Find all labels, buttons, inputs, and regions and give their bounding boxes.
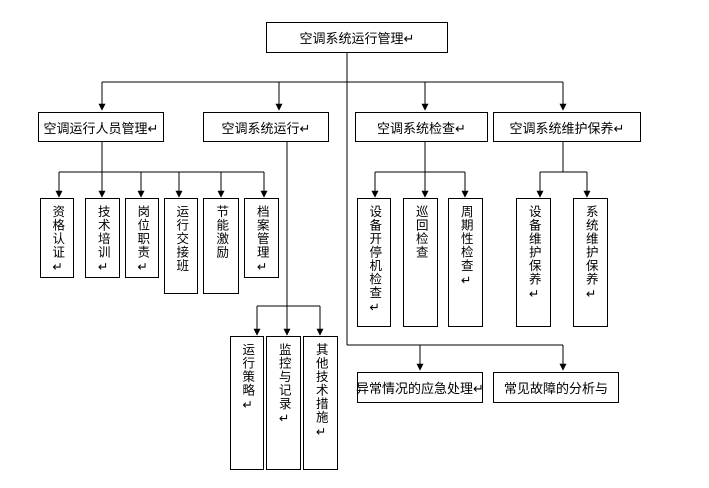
emergency-handling-label: 异常情况的应急处理↵ xyxy=(356,382,484,397)
system-inspection-node: 空调系统检查↵ xyxy=(355,112,488,142)
periodic-check-node: 周期性检查↵ xyxy=(448,198,483,327)
training-node: 技术培训↵ xyxy=(85,198,120,278)
system-maintenance-child-label: 系统维护保养↵ xyxy=(583,205,599,302)
energy-incentive-label: 节能激励 xyxy=(214,205,230,259)
operation-strategy-node: 运行策略↵ xyxy=(230,336,264,470)
periodic-check-label: 周期性检查↵ xyxy=(458,205,474,289)
qualification-node: 资格认证↵ xyxy=(40,198,74,278)
system-maintenance-label: 空调系统维护保养↵ xyxy=(509,121,625,137)
start-stop-check-node: 设备开停机检查↵ xyxy=(357,198,391,327)
monitoring-records-node: 监控与记录↵ xyxy=(266,336,301,470)
energy-incentive-node: 节能激励 xyxy=(203,198,239,294)
root-node: 空调系统运行管理↵ xyxy=(266,22,448,53)
other-measures-node: 其他技术措施↵ xyxy=(303,336,338,470)
fault-analysis-label: 常见故障的分析与 xyxy=(503,382,608,397)
system-operation-label: 空调系统运行↵ xyxy=(221,121,311,137)
equipment-maintenance-label: 设备维护保养↵ xyxy=(526,205,542,302)
personnel-management-node: 空调运行人员管理↵ xyxy=(38,112,164,142)
system-maintenance-node: 空调系统维护保养↵ xyxy=(493,112,641,142)
training-label: 技术培训↵ xyxy=(95,205,111,275)
other-measures-label: 其他技术措施↵ xyxy=(313,343,329,440)
monitoring-records-label: 监控与记录↵ xyxy=(276,343,292,427)
system-inspection-label: 空调系统检查↵ xyxy=(377,121,466,137)
system-operation-node: 空调系统运行↵ xyxy=(203,112,329,142)
root-label: 空调系统运行管理↵ xyxy=(299,32,415,47)
job-duties-label: 岗位职责↵ xyxy=(135,205,151,275)
records-management-label: 档案管理↵ xyxy=(254,205,270,275)
personnel-management-label: 空调运行人员管理↵ xyxy=(43,121,159,137)
equipment-maintenance-node: 设备维护保养↵ xyxy=(516,198,551,327)
patrol-check-node: 巡回检查 xyxy=(403,198,438,327)
qualification-label: 资格认证↵ xyxy=(50,205,66,275)
shift-handover-label: 运行交接班 xyxy=(174,205,190,273)
records-management-node: 档案管理↵ xyxy=(244,198,279,278)
shift-handover-node: 运行交接班 xyxy=(164,198,198,294)
system-maintenance-child-node: 系统维护保养↵ xyxy=(573,198,608,327)
emergency-handling-node: 异常情况的应急处理↵ xyxy=(356,372,484,403)
fault-analysis-node: 常见故障的分析与 xyxy=(493,372,619,403)
start-stop-check-label: 设备开停机检查↵ xyxy=(367,205,383,316)
patrol-check-label: 巡回检查 xyxy=(413,205,429,259)
operation-strategy-label: 运行策略↵ xyxy=(240,343,256,413)
job-duties-node: 岗位职责↵ xyxy=(125,198,159,278)
